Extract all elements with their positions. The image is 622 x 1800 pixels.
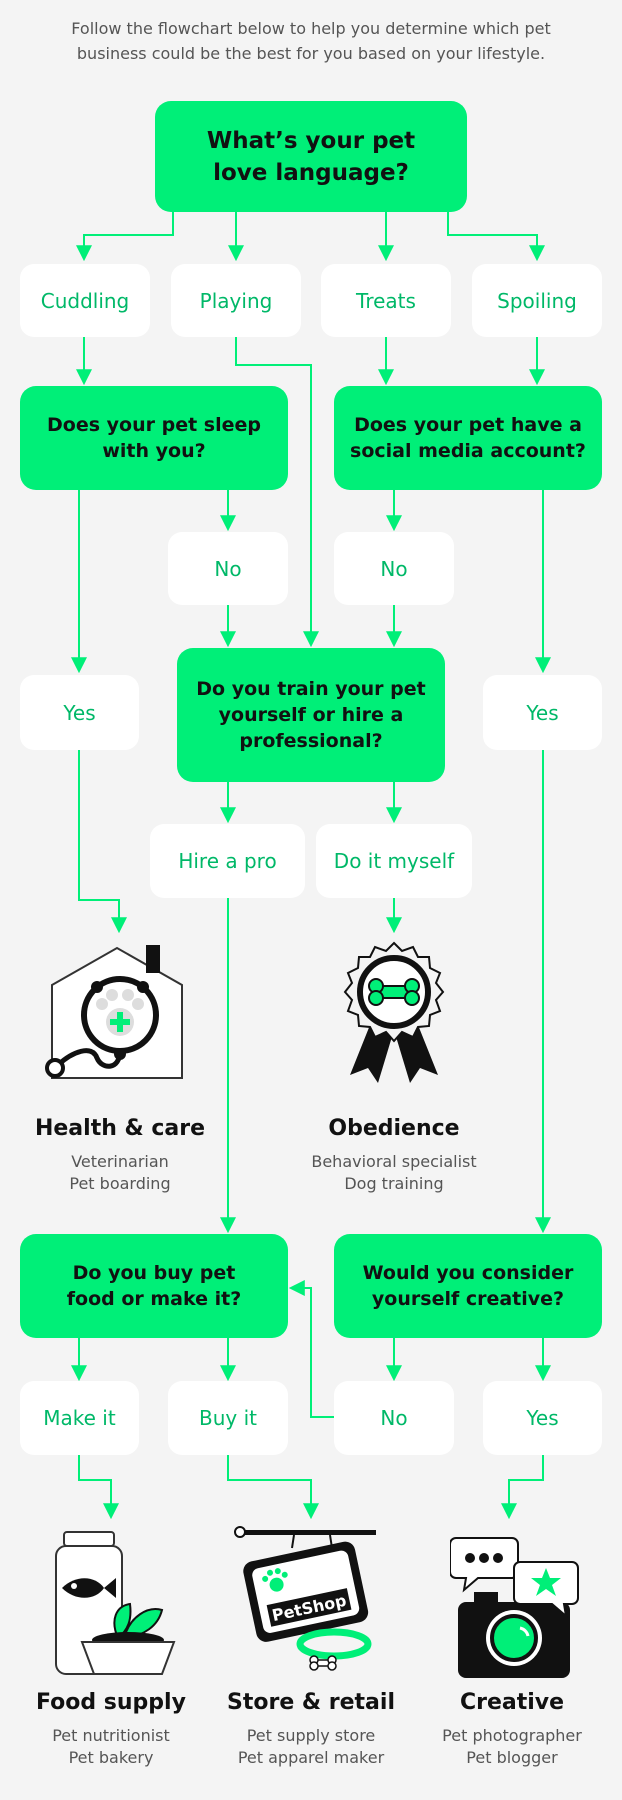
question-social-media: Does your pet have a social media accoun… [334, 386, 602, 490]
answer-yes-social: Yes [483, 675, 602, 750]
arrow-yes-creative [501, 1455, 544, 1520]
result-line: Pet boarding [69, 1174, 171, 1193]
result-line: Pet bakery [68, 1748, 154, 1767]
result-line: Pet nutritionist [52, 1726, 170, 1745]
arrow-make-food [78, 1455, 119, 1520]
result-title: Creative [459, 1690, 565, 1715]
answer-no-social: No [334, 532, 454, 605]
answer-hire-pro: Hire a pro [150, 824, 305, 898]
result-title: Food supply [36, 1690, 186, 1715]
answer-spoiling: Spoiling [472, 264, 602, 337]
arrow-playing-q4 [235, 337, 319, 648]
question-text: Does your pet sleep with you? [47, 414, 261, 462]
arrow-buy-store [227, 1455, 319, 1520]
petshop-sign-icon: PetShop [234, 1526, 376, 1671]
question-food: Do you buy pet food or make it? [20, 1234, 288, 1338]
result-line: Pet apparel maker [237, 1748, 385, 1767]
result-health-care: Health & care Veterinarian Pet boarding [10, 1116, 230, 1195]
answer-cuddling: Cuddling [20, 264, 150, 337]
answer-yes-sleep: Yes [20, 675, 139, 750]
result-line: Pet photographer [442, 1726, 582, 1745]
result-title: Health & care [34, 1116, 206, 1141]
result-store-retail: Store & retail Pet supply store Pet appa… [211, 1690, 411, 1769]
result-subtitle: Pet nutritionist Pet bakery [10, 1725, 212, 1769]
result-subtitle: Pet photographer Pet blogger [412, 1725, 612, 1769]
arrow-no-q5 [288, 1280, 334, 1418]
result-line: Veterinarian [71, 1152, 169, 1171]
answer-playing: Playing [171, 264, 301, 337]
camera-chat-icon [450, 1537, 579, 1678]
question-text: Do you train your pet yourself or hire a… [196, 678, 426, 752]
result-obedience: Obedience Behavioral specialist Dog trai… [284, 1116, 504, 1195]
answer-make-it: Make it [20, 1381, 139, 1455]
question-text: Would you consider yourself creative? [362, 1262, 574, 1310]
house-stethoscope-icon [45, 945, 183, 1079]
answer-buy-it: Buy it [168, 1381, 288, 1455]
result-line: Pet supply store [246, 1726, 376, 1745]
result-title: Obedience [328, 1116, 460, 1141]
answer-do-it-myself: Do it myself [316, 824, 472, 898]
question-text: Do you buy pet food or make it? [66, 1262, 242, 1310]
award-ribbon-bone-icon [343, 941, 445, 1083]
arrow-yes-health [78, 750, 127, 934]
intro-text: Follow the flowchart below to help you d… [71, 19, 551, 63]
food-jar-bowl-icon [55, 1531, 176, 1675]
result-subtitle: Behavioral specialist Dog training [284, 1151, 504, 1195]
question-text: What’s your pet love language? [206, 127, 416, 186]
arrow-q1-cuddling [76, 212, 174, 262]
answer-yes-creative: Yes [483, 1381, 602, 1455]
result-line: Dog training [344, 1174, 444, 1193]
result-subtitle: Pet supply store Pet apparel maker [211, 1725, 411, 1769]
answer-no-sleep: No [168, 532, 288, 605]
question-text: Does your pet have a social media accoun… [350, 414, 586, 462]
arrow-q1-spoiling [447, 212, 545, 262]
result-creative: Creative Pet photographer Pet blogger [412, 1690, 612, 1769]
result-food-supply: Food supply Pet nutritionist Pet bakery [10, 1690, 212, 1769]
result-line: Pet blogger [466, 1748, 558, 1767]
answer-treats: Treats [321, 264, 451, 337]
result-title: Store & retail [227, 1690, 395, 1715]
question-love-language: What’s your pet love language? [155, 101, 467, 212]
question-sleep: Does your pet sleep with you? [20, 386, 288, 490]
result-line: Behavioral specialist [311, 1152, 477, 1171]
result-subtitle: Veterinarian Pet boarding [10, 1151, 230, 1195]
answer-no-creative: No [334, 1381, 454, 1455]
question-train: Do you train your pet yourself or hire a… [177, 648, 445, 782]
question-creative: Would you consider yourself creative? [334, 1234, 602, 1338]
